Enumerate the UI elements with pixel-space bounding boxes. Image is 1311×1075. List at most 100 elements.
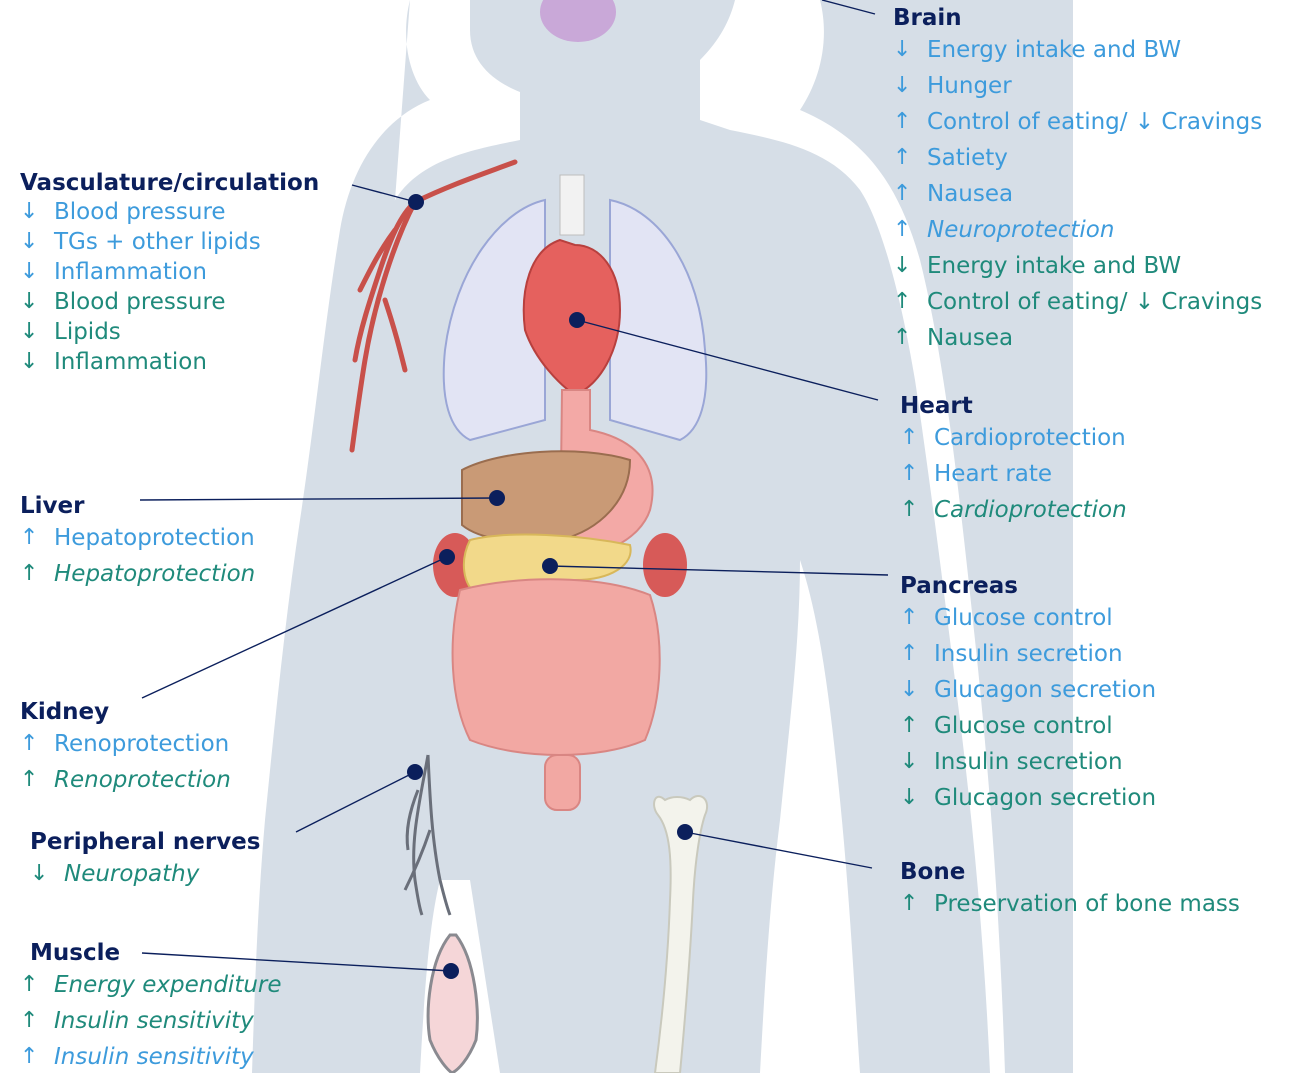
anchor-dot-bone xyxy=(677,824,693,840)
peripheral-nerves-group: Peripheral nerves ↓Neuropathy xyxy=(30,828,260,892)
effect-item: ↓Inflammation xyxy=(20,347,319,377)
effect-item: ↑Insulin sensitivity xyxy=(20,1003,282,1039)
arrow-down-icon: ↓ xyxy=(900,672,934,708)
effect-item: ↓Blood pressure xyxy=(20,197,319,227)
effect-text: Glucose control xyxy=(934,600,1113,636)
effect-item: ↑Hepatoprotection xyxy=(20,556,255,592)
arrow-down-icon: ↓ xyxy=(20,197,54,227)
trachea-shape xyxy=(560,175,584,235)
bone-title: Bone xyxy=(900,858,1240,886)
effect-item: ↓Glucagon secretion xyxy=(900,780,1156,816)
kidney-right-shape xyxy=(643,533,687,597)
arrow-down-icon: ↓ xyxy=(30,856,64,892)
effect-item: ↑Renoprotection xyxy=(20,726,231,762)
muscle-shape xyxy=(428,935,477,1073)
peripheral-nerves-title: Peripheral nerves xyxy=(30,828,260,856)
effect-item: ↑Energy expenditure xyxy=(20,967,282,1003)
vasculature-title: Vasculature/circulation xyxy=(20,169,319,197)
anchor-dot-heart xyxy=(569,312,585,328)
effect-item: ↑Insulin secretion xyxy=(900,636,1156,672)
arrow-down-icon: ↓ xyxy=(20,227,54,257)
effect-text: Renoprotection xyxy=(54,726,229,762)
effect-text: Nausea xyxy=(927,320,1013,356)
rectum-shape xyxy=(545,755,580,810)
effect-item: ↑Hepatoprotection xyxy=(20,520,255,556)
effect-text: TGs + other lipids xyxy=(54,227,261,257)
effect-item: ↑Glucose control xyxy=(900,600,1156,636)
brain-effects: ↓Energy intake and BW↓Hunger↑Control of … xyxy=(893,32,1262,356)
arrow-up-icon: ↑ xyxy=(893,140,927,176)
effect-item: ↓Lipids xyxy=(20,317,319,347)
effect-item: ↑Heart rate xyxy=(900,456,1127,492)
brain-title: Brain xyxy=(893,4,1262,32)
arrow-up-icon: ↑ xyxy=(900,420,934,456)
effect-text: Cardioprotection xyxy=(934,492,1127,528)
effect-text: Blood pressure xyxy=(54,197,226,227)
muscle-group: Muscle ↑Energy expenditure↑Insulin sensi… xyxy=(30,939,282,1075)
arrow-down-icon: ↓ xyxy=(900,744,934,780)
arrow-up-icon: ↑ xyxy=(900,886,934,922)
effect-text: Glucagon secretion xyxy=(934,672,1156,708)
effect-item: ↑Insulin sensitivity xyxy=(20,1039,282,1075)
bone-group: Bone ↑Preservation of bone mass xyxy=(900,858,1240,922)
pancreas-title: Pancreas xyxy=(900,572,1156,600)
liver-effects: ↑Hepatoprotection↑Hepatoprotection xyxy=(20,520,255,592)
arrow-up-icon: ↑ xyxy=(893,104,927,140)
anchor-dot-kidney xyxy=(439,549,455,565)
arrow-up-icon: ↑ xyxy=(20,1003,54,1039)
effect-text: Neuroprotection xyxy=(927,212,1114,248)
effect-item: ↑Neuroprotection xyxy=(893,212,1262,248)
arrow-up-icon: ↑ xyxy=(20,520,54,556)
effect-text: Nausea xyxy=(927,176,1013,212)
effect-text: Renoprotection xyxy=(54,762,231,798)
vasculature-effects: ↓Blood pressure↓TGs + other lipids↓Infla… xyxy=(20,197,319,377)
effect-item: ↑Glucose control xyxy=(900,708,1156,744)
effect-text: Inflammation xyxy=(54,257,207,287)
arrow-down-icon: ↓ xyxy=(893,68,927,104)
vasculature-group: Vasculature/circulation ↓Blood pressure↓… xyxy=(20,169,319,377)
effect-text: Energy expenditure xyxy=(54,967,282,1003)
effect-text: Lipids xyxy=(54,317,121,347)
liver-title: Liver xyxy=(20,492,255,520)
effect-item: ↑Cardioprotection xyxy=(900,492,1127,528)
effect-item: ↑Nausea xyxy=(893,176,1262,212)
effect-text: Neuropathy xyxy=(64,856,199,892)
kidney-group: Kidney ↑Renoprotection↑Renoprotection xyxy=(20,698,231,798)
effect-text: Control of eating/ ↓ Cravings xyxy=(927,104,1262,140)
arrow-up-icon: ↑ xyxy=(900,600,934,636)
heart-title: Heart xyxy=(900,392,1127,420)
effect-item: ↑Renoprotection xyxy=(20,762,231,798)
pancreas-effects: ↑Glucose control↑Insulin secretion↓Gluca… xyxy=(900,600,1156,816)
arrow-up-icon: ↑ xyxy=(893,176,927,212)
peripheral-nerves-effects: ↓Neuropathy xyxy=(30,856,260,892)
intestines-shape xyxy=(453,579,660,755)
arrow-down-icon: ↓ xyxy=(20,317,54,347)
kidney-effects: ↑Renoprotection↑Renoprotection xyxy=(20,726,231,798)
pancreas-group: Pancreas ↑Glucose control↑Insulin secret… xyxy=(900,572,1156,816)
effect-text: Preservation of bone mass xyxy=(934,886,1240,922)
effect-text: Glucagon secretion xyxy=(934,780,1156,816)
effect-text: Glucose control xyxy=(934,708,1113,744)
effect-text: Cardioprotection xyxy=(934,420,1126,456)
effect-text: Satiety xyxy=(927,140,1008,176)
effect-item: ↑Cardioprotection xyxy=(900,420,1127,456)
arrow-down-icon: ↓ xyxy=(893,248,927,284)
effect-text: Heart rate xyxy=(934,456,1052,492)
effect-text: Insulin sensitivity xyxy=(54,1039,254,1075)
arrow-up-icon: ↑ xyxy=(900,492,934,528)
arrow-down-icon: ↓ xyxy=(893,32,927,68)
effect-item: ↓Inflammation xyxy=(20,257,319,287)
anchor-dot-nerve xyxy=(407,764,423,780)
muscle-effects: ↑Energy expenditure↑Insulin sensitivity↑… xyxy=(20,967,282,1075)
effect-item: ↓Energy intake and BW xyxy=(893,248,1262,284)
heart-effects: ↑Cardioprotection↑Heart rate↑Cardioprote… xyxy=(900,420,1127,528)
anchor-dot-muscle xyxy=(443,963,459,979)
effect-text: Hepatoprotection xyxy=(54,520,255,556)
effect-item: ↑Nausea xyxy=(893,320,1262,356)
effect-text: Hepatoprotection xyxy=(54,556,255,592)
kidney-title: Kidney xyxy=(20,698,231,726)
heart-group: Heart ↑Cardioprotection↑Heart rate↑Cardi… xyxy=(900,392,1127,528)
muscle-title: Muscle xyxy=(30,939,282,967)
effect-item: ↓Hunger xyxy=(893,68,1262,104)
arrow-down-icon: ↓ xyxy=(900,780,934,816)
